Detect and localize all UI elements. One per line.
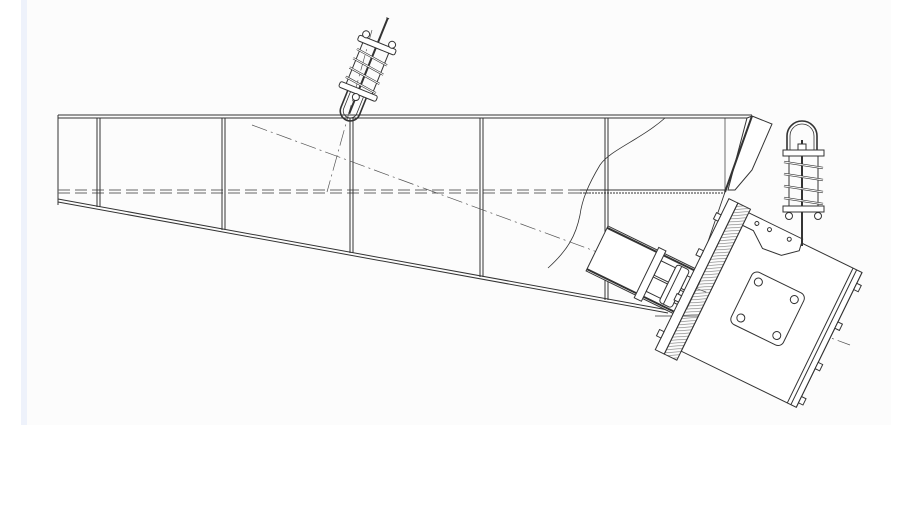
- leaf-spring-pack: [663, 202, 752, 361]
- trough: [57, 114, 773, 314]
- cover-plate: [730, 271, 805, 347]
- front-suspension-spring: [338, 17, 397, 122]
- frame-left-edge: [21, 0, 27, 425]
- exciter: [654, 198, 863, 408]
- rear-suspension-spring: [782, 120, 825, 246]
